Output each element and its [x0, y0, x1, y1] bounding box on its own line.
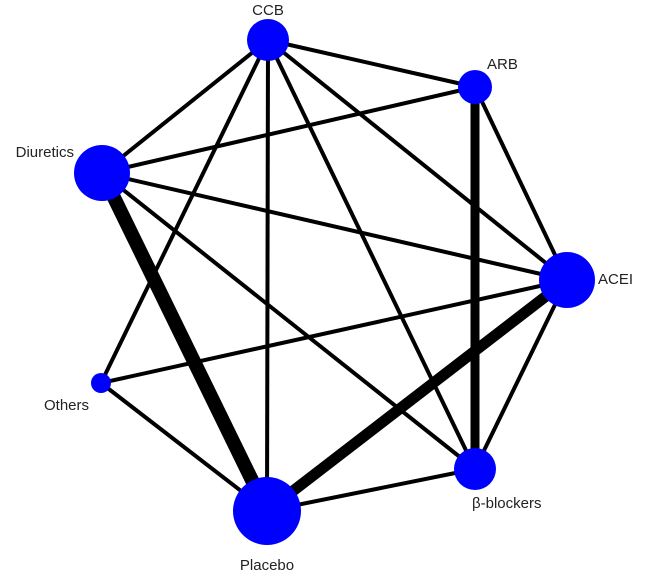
node-label-bblockers: β-blockers	[472, 495, 541, 512]
edge-acei-bblockers	[473, 279, 569, 470]
node-placebo	[233, 477, 301, 545]
labels-layer: CCB ARB Diuretics ACEI Others β-blockers…	[16, 2, 633, 574]
node-label-placebo: Placebo	[240, 557, 294, 574]
edges-layer	[95, 38, 571, 516]
node-label-arb: ARB	[487, 56, 518, 73]
edge-diuretics-bblockers	[100, 171, 477, 471]
node-label-ccb: CCB	[252, 2, 284, 19]
edge-arb-diuretics	[101, 85, 476, 175]
node-bblockers	[454, 448, 496, 490]
edge-others-placebo	[99, 381, 269, 513]
edge-acei-others	[100, 278, 568, 385]
edge-acei-placebo	[263, 275, 571, 516]
node-diuretics	[74, 145, 130, 201]
edge-diuretics-acei	[101, 171, 568, 282]
edge-ccb-arb	[267, 38, 476, 89]
edge-ccb-bblockers	[266, 39, 477, 470]
node-arb	[458, 70, 492, 104]
node-acei	[539, 252, 595, 308]
edge-ccb-acei	[266, 38, 569, 282]
nodes-layer	[74, 19, 595, 545]
node-label-acei: ACEI	[598, 271, 633, 288]
node-label-others: Others	[44, 397, 89, 414]
edge-ccb-diuretics	[100, 38, 270, 175]
node-ccb	[247, 19, 289, 61]
edge-arb-acei	[473, 86, 569, 281]
node-label-diuretics: Diuretics	[16, 144, 74, 161]
edge-ccb-others	[99, 39, 270, 384]
edge-bblockers-placebo	[266, 467, 476, 513]
edge-ccb-placebo	[265, 39, 270, 512]
edge-diuretics-placebo	[95, 169, 274, 515]
node-others	[91, 373, 111, 393]
